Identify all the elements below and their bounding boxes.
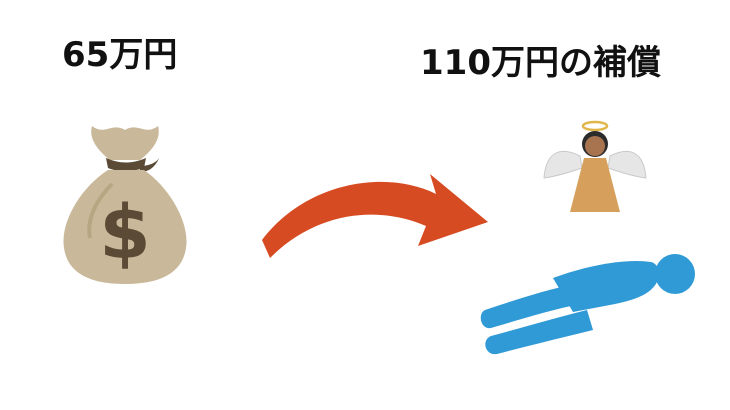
compensation-label: 110万円の補償 — [420, 43, 661, 83]
angel-icon — [543, 120, 647, 212]
amount-label: 65万円 — [62, 35, 178, 75]
curved-arrow-icon — [262, 174, 488, 258]
fallen-person-icon — [480, 254, 695, 355]
svg-text:$: $ — [99, 190, 151, 276]
money-bag-icon: $ — [63, 126, 187, 284]
